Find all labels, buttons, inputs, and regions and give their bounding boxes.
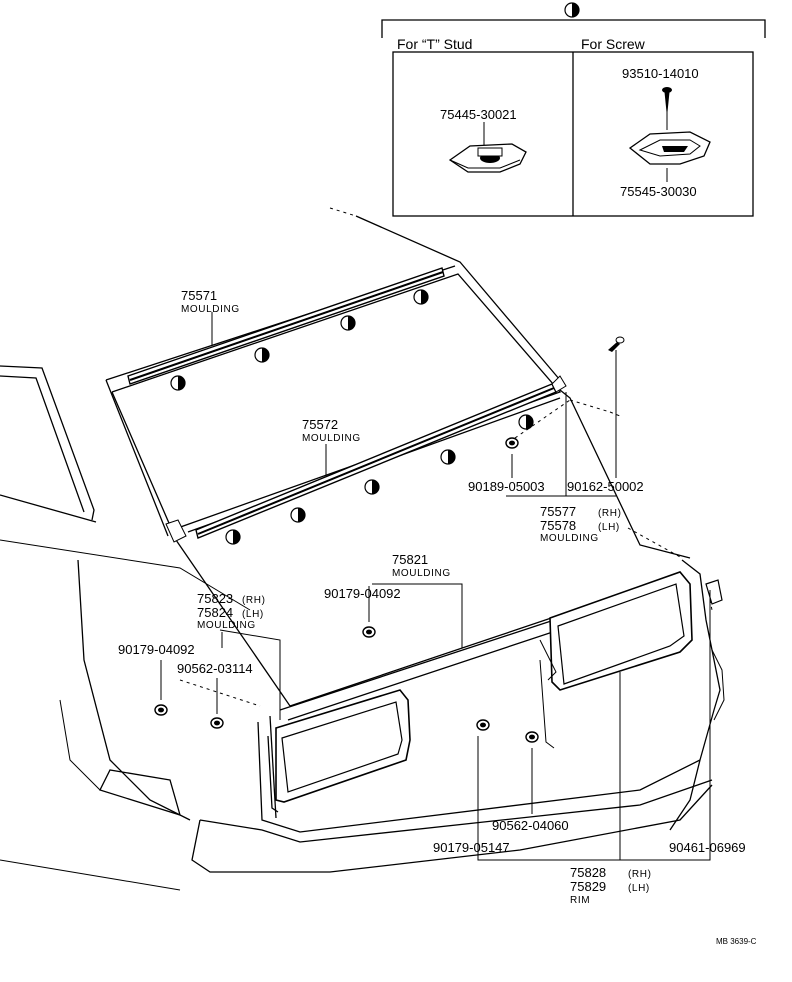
label-75821-name: MOULDING bbox=[392, 568, 451, 579]
moulding-75572 bbox=[165, 375, 567, 543]
label-75571-name: MOULDING bbox=[181, 304, 240, 315]
labels: 75571 MOULDING 75572 MOULDING 90189-0500… bbox=[118, 288, 757, 946]
t-stud-clip-icon bbox=[448, 143, 527, 173]
label-75823-side: (RH) bbox=[242, 595, 266, 606]
half-filled-circle-icon bbox=[518, 414, 534, 430]
nut-icon bbox=[476, 719, 490, 731]
half-filled-circle-icon bbox=[290, 507, 306, 523]
header-screw: For Screw bbox=[581, 36, 646, 52]
half-filled-circle-icon bbox=[440, 449, 456, 465]
label-75577: 75577 bbox=[540, 504, 576, 519]
side-marker-clip bbox=[705, 579, 723, 605]
label-75823: 75823 bbox=[197, 591, 233, 606]
half-filled-circle-icon bbox=[564, 2, 580, 18]
nut-icon bbox=[154, 704, 168, 716]
label-75571: 75571 bbox=[181, 288, 217, 303]
label-75572: 75572 bbox=[302, 417, 338, 432]
label-75577-side: (RH) bbox=[598, 508, 622, 519]
leader-lines bbox=[160, 312, 713, 861]
header-t-stud: For “T” Stud bbox=[397, 36, 472, 52]
label-90562-04060: 90562-04060 bbox=[492, 818, 569, 833]
car-body bbox=[0, 207, 725, 891]
left-tail-lamp bbox=[267, 689, 411, 813]
screw-icon bbox=[608, 336, 625, 352]
footer-code: MB 3639-C bbox=[716, 937, 757, 946]
half-filled-circle-icon bbox=[413, 289, 429, 305]
label-75821: 75821 bbox=[392, 552, 428, 567]
label-75578-name: MOULDING bbox=[540, 533, 599, 544]
screw-clip-icon bbox=[628, 131, 711, 165]
label-90189-05003: 90189-05003 bbox=[468, 479, 545, 494]
label-75829-side: (LH) bbox=[628, 883, 650, 894]
part-75445-30021: 75445-30021 bbox=[440, 107, 517, 122]
label-90179-05147: 90179-05147 bbox=[433, 840, 510, 855]
label-75578: 75578 bbox=[540, 518, 576, 533]
label-75572-name: MOULDING bbox=[302, 433, 361, 444]
half-filled-circle-icon bbox=[170, 375, 186, 391]
half-filled-circle-icon bbox=[254, 347, 270, 363]
part-93510-14010: 93510-14010 bbox=[622, 66, 699, 81]
half-filled-circle-icon bbox=[340, 315, 356, 331]
fasteners bbox=[154, 336, 625, 743]
label-90162-50002: 90162-50002 bbox=[567, 479, 644, 494]
label-90461-06969: 90461-06969 bbox=[669, 840, 746, 855]
label-90179-04092-upper: 90179-04092 bbox=[324, 586, 401, 601]
label-75828-side: (RH) bbox=[628, 869, 652, 880]
label-75824: 75824 bbox=[197, 605, 233, 620]
nut-icon bbox=[362, 626, 376, 638]
label-75824-side: (LH) bbox=[242, 609, 264, 620]
right-tail-lamp bbox=[539, 571, 693, 749]
nut-icon bbox=[210, 717, 224, 729]
nut-icon bbox=[525, 731, 539, 743]
inset-panel: For “T” Stud For Screw 75445-30021 93510… bbox=[381, 2, 766, 217]
label-90179-04092-lower: 90179-04092 bbox=[118, 642, 195, 657]
label-75828: 75828 bbox=[570, 865, 606, 880]
label-75578-side: (LH) bbox=[598, 522, 620, 533]
screw-icon bbox=[662, 87, 672, 130]
label-75829-name: RIM bbox=[570, 895, 590, 906]
label-75824-name: MOULDING bbox=[197, 620, 256, 631]
nut-icon bbox=[505, 437, 519, 449]
half-filled-circle-icon bbox=[225, 529, 241, 545]
part-75545-30030: 75545-30030 bbox=[620, 184, 697, 199]
half-filled-circle-icon bbox=[364, 479, 380, 495]
label-90562-03114: 90562-03114 bbox=[177, 661, 253, 676]
label-75829: 75829 bbox=[570, 879, 606, 894]
moulding-75571 bbox=[127, 267, 445, 385]
